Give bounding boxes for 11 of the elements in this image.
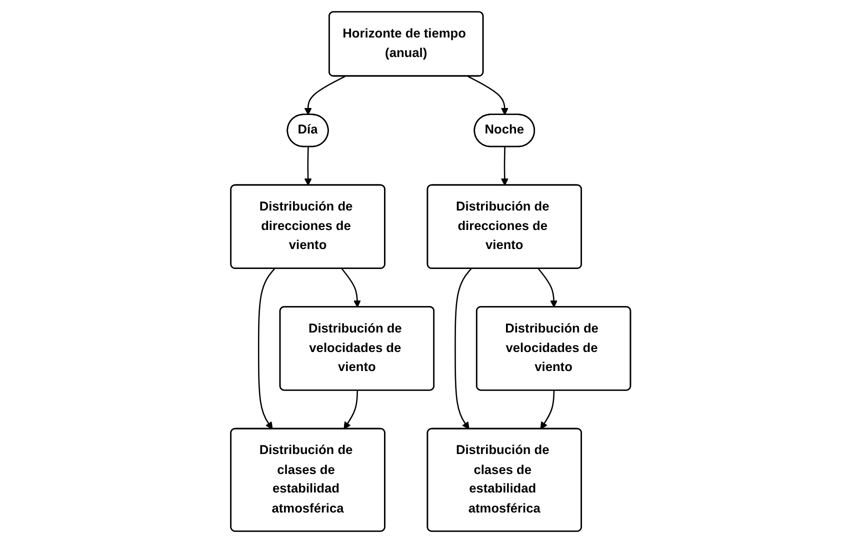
arrow: [468, 76, 508, 116]
arrow: [540, 390, 554, 430]
arrow: [258, 268, 275, 430]
arrow: [454, 268, 472, 430]
flowchart-diagram: Horizonte de tiempo (anual) Día Noche Distribución de direcciones de viento Distribución de direcciones de viento Distribución de velocidades de viento Distribución de velocidades de viento Distribución de clases de estabilidad atmosférica Distribución de clases de estabilidad atmosférica: [224, 5, 638, 538]
arrow: [304, 146, 312, 186]
arrow: [538, 268, 558, 308]
arrow: [304, 76, 346, 116]
arrow: [500, 146, 508, 186]
arrow: [341, 268, 361, 308]
arrow: [343, 390, 358, 430]
